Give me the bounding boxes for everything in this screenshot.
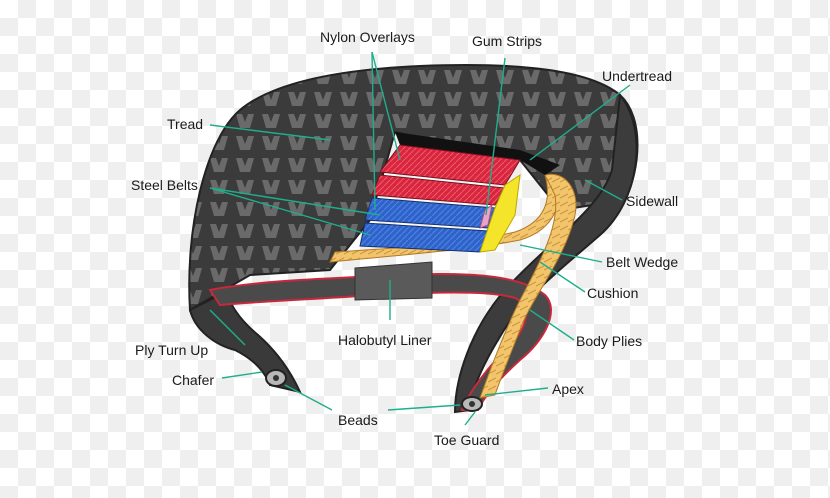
label-sidewall: Sidewall [626, 193, 678, 209]
label-ply-turn-up: Ply Turn Up [135, 342, 208, 358]
labels: Nylon Overlays Gum Strips Undertread Tre… [131, 29, 678, 448]
undertread-shape [395, 132, 560, 175]
steel-belt-2 [359, 222, 489, 253]
label-apex: Apex [552, 381, 584, 397]
left-wall [188, 287, 302, 394]
label-undertread: Undertread [602, 68, 672, 84]
label-steel-belts: Steel Belts [131, 177, 198, 193]
label-nylon-overlays: Nylon Overlays [320, 29, 415, 45]
label-belt-wedge: Belt Wedge [606, 254, 678, 270]
label-beads: Beads [338, 412, 378, 428]
gum-strips-shape [479, 203, 493, 229]
label-chafer: Chafer [172, 372, 214, 388]
halobutyl-liner-shape [354, 261, 433, 301]
label-gum-strips: Gum Strips [472, 33, 542, 49]
belt-wedge-shape [479, 173, 521, 253]
label-body-plies: Body Plies [576, 333, 642, 349]
label-toe-guard: Toe Guard [434, 432, 499, 448]
label-cushion: Cushion [587, 285, 638, 301]
tire-body [188, 64, 639, 414]
label-halobutyl-liner: Halobutyl Liner [338, 332, 432, 348]
leader-lines [209, 51, 631, 426]
cushion-shape [479, 173, 577, 399]
label-tread: Tread [167, 116, 203, 132]
